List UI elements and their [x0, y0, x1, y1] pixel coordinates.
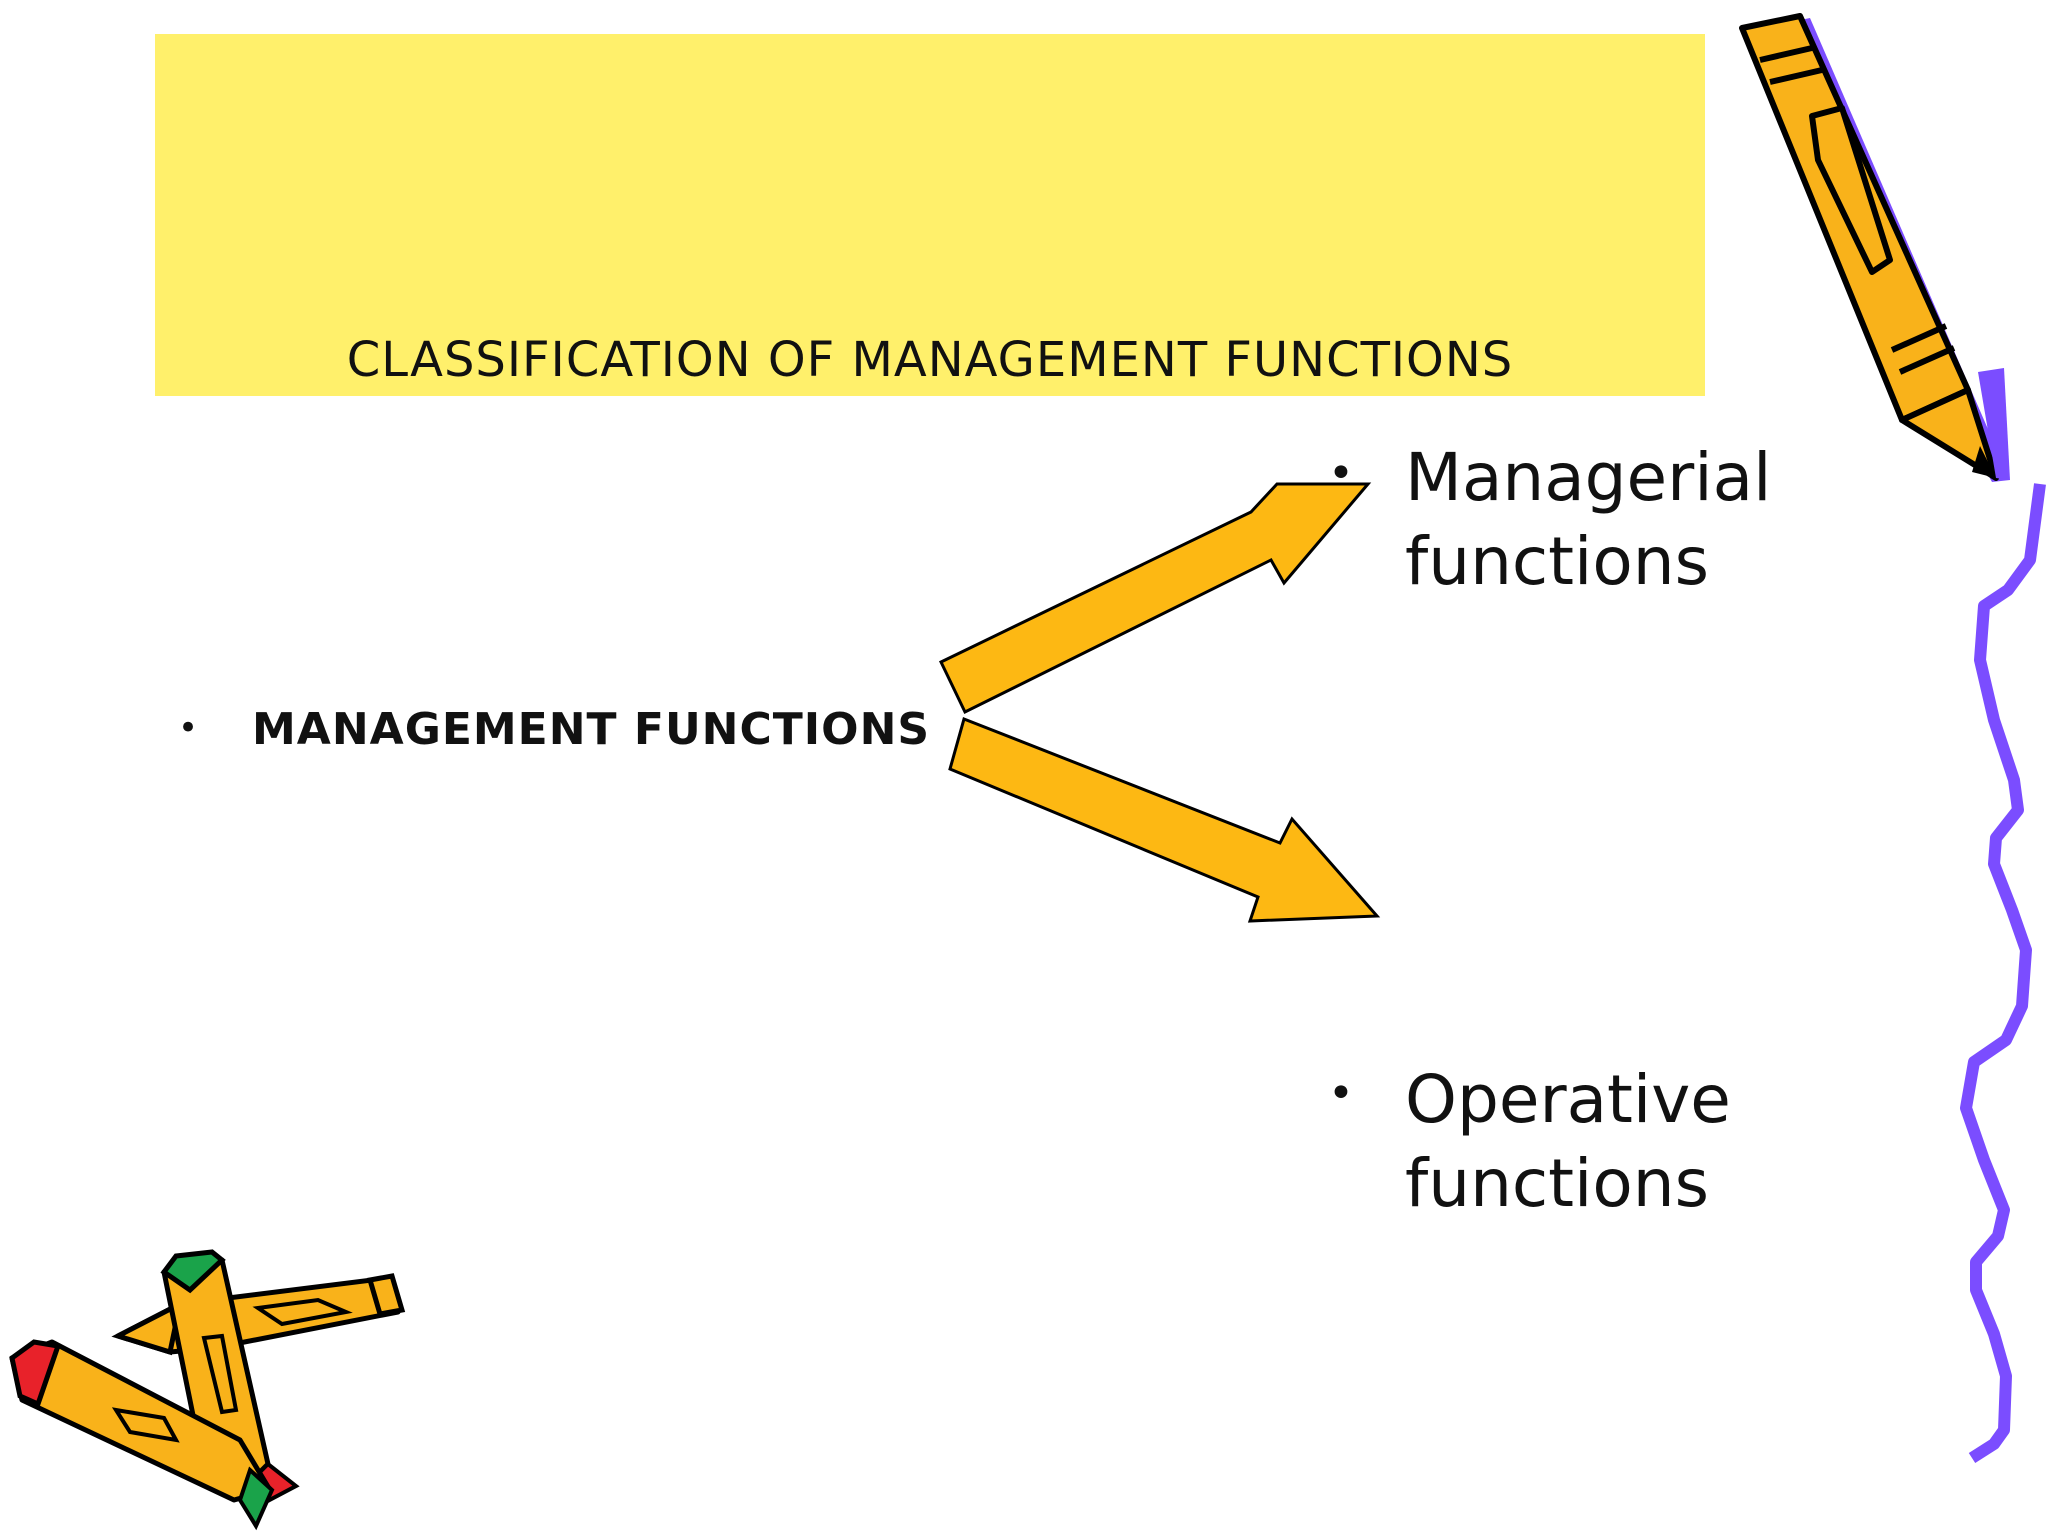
right-arrow-icon-lower — [948, 716, 1381, 923]
right-arrow-icon-upper — [939, 482, 1372, 715]
slide-title: CLASSIFICATION OF MANAGEMENT FUNCTIONS — [346, 332, 1514, 388]
managerial-functions-label: Managerial functions — [1405, 439, 1772, 600]
squiggle-line — [1960, 483, 2046, 1464]
management-functions-label: MANAGEMENT FUNCTIONS — [252, 704, 931, 755]
bullet-dot: • — [178, 708, 199, 748]
crossed-pencils-icon — [9, 1249, 406, 1531]
operative-functions-label: Operative functions — [1405, 1061, 1731, 1222]
bullet-dot: • — [1328, 1068, 1354, 1119]
title-banner: CLASSIFICATION OF MANAGEMENT FUNCTIONS — [155, 34, 1705, 396]
pencil-icon — [1739, 13, 2010, 482]
